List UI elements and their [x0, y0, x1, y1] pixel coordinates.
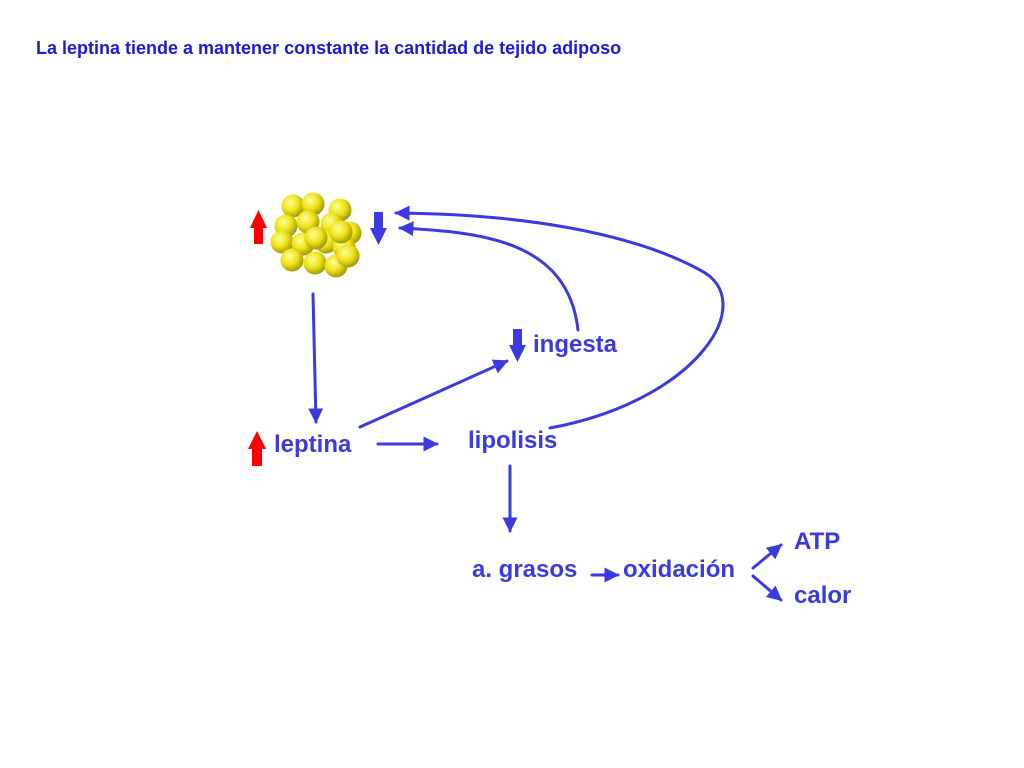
node-calor: calor — [794, 582, 852, 609]
adipose-sphere — [303, 251, 327, 275]
adipose-sphere — [270, 230, 294, 254]
edge-lipolisis-to-adipose — [394, 205, 725, 430]
edge-ingesta-to-adipose — [398, 221, 580, 332]
node-ingesta: ingesta — [533, 331, 618, 358]
adipose-sphere — [336, 244, 360, 268]
edge-leptina-to-ingesta — [358, 359, 509, 429]
adipose-sphere — [304, 226, 328, 250]
edge-oxidacion-to-calor — [751, 574, 783, 602]
adipose-sphere — [281, 194, 305, 218]
adipose-down-indicator-icon — [370, 212, 387, 245]
node-leptina: leptina — [274, 431, 352, 458]
adipose-cell-cluster-icon — [270, 192, 362, 278]
adipose-up-indicator-icon — [250, 210, 267, 244]
node-grasos: a. grasos — [472, 556, 578, 583]
edge-adipose-to-leptina — [308, 292, 324, 424]
adipose-sphere — [329, 220, 353, 244]
node-oxidacion: oxidación — [623, 556, 736, 583]
adipose-sphere — [301, 192, 325, 216]
leptina-up-indicator-icon — [248, 431, 266, 466]
slide-title: La leptina tiende a mantener constante l… — [36, 38, 622, 58]
edge-oxidacion-to-atp — [751, 543, 783, 570]
node-lipolisis: lipolisis — [468, 427, 558, 454]
adipose-sphere — [280, 248, 304, 272]
node-atp: ATP — [794, 528, 841, 555]
ingesta-down-indicator-icon — [509, 329, 526, 362]
